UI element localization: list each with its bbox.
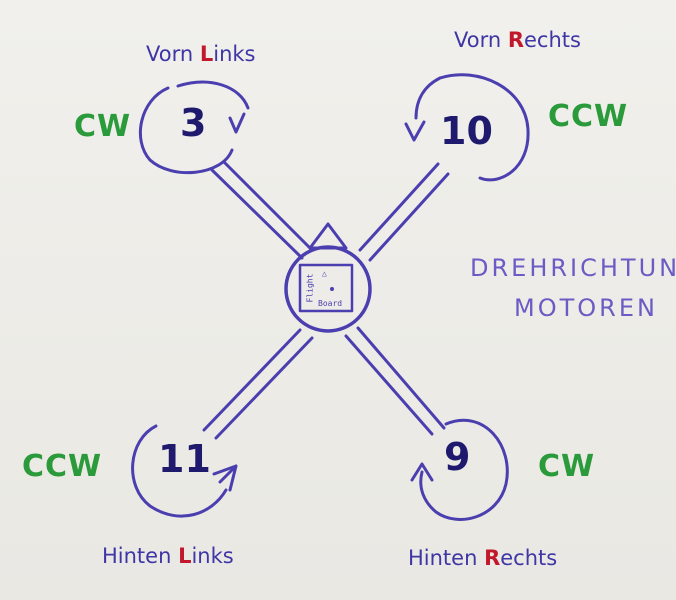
rotation-arrow-rear-right: [410, 418, 509, 521]
position-label-main: Vorn: [146, 42, 200, 66]
position-label-accent: L: [178, 544, 192, 568]
rotation-arrow-front-left: [138, 80, 250, 175]
position-label-accent: R: [507, 28, 525, 52]
motor-number-rear-right: 9: [444, 435, 471, 479]
direction-label-rear-right: CW: [538, 449, 596, 484]
motor-number-rear-left: 11: [158, 437, 211, 481]
position-label-main: Vorn: [454, 28, 508, 52]
position-label-rest: inks: [191, 544, 234, 568]
position-label-rear-right: Hinten Rechts: [408, 548, 557, 569]
arm-front-left: [210, 160, 314, 260]
diagram-title-line1: DREHRICHTUNG: [470, 254, 676, 282]
arm-rear-right: [344, 326, 446, 436]
rotation-arrow-rear-left: [131, 424, 238, 518]
arm-rear-left: [202, 328, 314, 440]
position-label-accent: L: [199, 42, 214, 66]
board-text-left: Flight: [305, 273, 315, 303]
position-label-rest: inks: [213, 42, 256, 66]
arm-front-right: [358, 162, 450, 262]
board-dot: [330, 287, 334, 291]
board-text-bottom: Board: [318, 299, 343, 308]
motor-number-front-left: 3: [180, 101, 207, 145]
motor-number-front-right: 10: [440, 109, 493, 153]
diagram-title-line2: MOTOREN: [514, 294, 658, 322]
position-label-rest: echts: [524, 28, 581, 52]
position-label-rear-left: Hinten Links: [102, 546, 234, 567]
direction-label-front-right: CCW: [548, 99, 629, 134]
center-body: [284, 222, 372, 333]
position-label-accent: R: [484, 546, 501, 570]
rotation-arrow-front-right: [404, 73, 530, 182]
position-label-main: Hinten: [408, 546, 485, 570]
position-label-front-right: Vorn Rechts: [454, 30, 581, 51]
position-label-rest: echts: [500, 546, 558, 570]
position-label-front-left: Vorn Links: [146, 44, 255, 65]
direction-label-rear-left: CCW: [22, 449, 103, 484]
board-arrow-glyph: △: [322, 269, 327, 278]
direction-label-front-left: CW: [74, 109, 132, 144]
position-label-main: Hinten: [102, 544, 179, 568]
